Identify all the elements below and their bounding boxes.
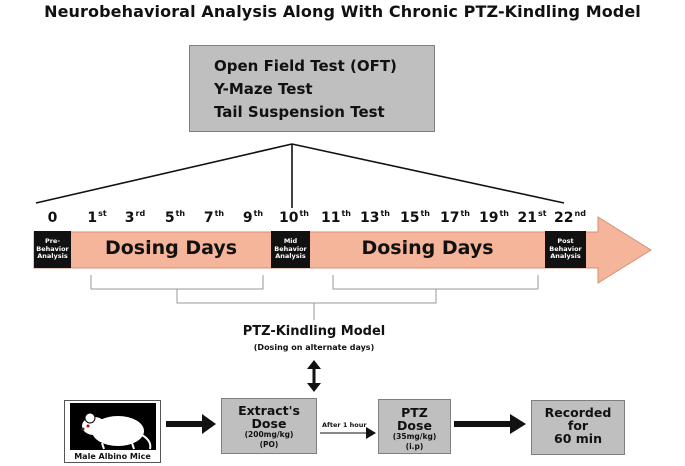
day-label: 9th <box>233 209 273 226</box>
day-sup: th <box>214 209 225 218</box>
day-num: 5 <box>164 210 175 226</box>
double-arrow <box>307 360 321 392</box>
mid-behavior-line: Behavior <box>274 244 307 253</box>
day-sup: rd <box>135 209 146 218</box>
mid-behavior-line: Analysis <box>275 252 306 261</box>
day-label: 3rd <box>115 209 155 226</box>
extract-title: Extract's <box>238 403 300 418</box>
day-sup: th <box>341 209 351 218</box>
pre-behavior-line: Behavior <box>36 244 69 253</box>
day-label: 22nd <box>550 209 590 226</box>
after-one-hour-label: After 1 hour <box>322 421 367 429</box>
test-open-field: Open Field Test (OFT) <box>214 57 397 75</box>
test-y-maze: Y-Maze Test <box>214 80 313 98</box>
ptz-sub: (i.p) <box>405 442 424 451</box>
day-sup: th <box>253 209 264 218</box>
recorded-line: 60 min <box>554 431 602 446</box>
day-num: 17 <box>439 210 460 226</box>
behavior-tests-box: Open Field Test (OFT) Y-Maze Test Tail S… <box>189 45 435 132</box>
day-label: 19th <box>474 209 514 226</box>
fan-line-right <box>291 143 565 204</box>
ptz-title: PTZ <box>401 405 428 420</box>
bracket-right <box>332 275 539 290</box>
mid-behavior-line: Mid <box>283 237 298 246</box>
day-sup: th <box>460 209 470 218</box>
test-tail-suspension: Tail Suspension Test <box>214 103 385 121</box>
day-num: 13 <box>359 210 380 226</box>
post-behavior-line: Analysis <box>550 252 581 261</box>
mouse-image <box>70 403 156 450</box>
day-label: 7th <box>194 209 234 226</box>
day-label: 17th <box>435 209 475 226</box>
extract-sub: (200mg/kg) <box>244 430 294 439</box>
day-sup: th <box>499 209 509 218</box>
ptz-dose-box: PTZ Dose (35mg/kg) (i.p) <box>378 399 451 454</box>
model-title: PTZ-Kindling Model <box>242 324 386 339</box>
day-num: 7 <box>203 210 214 226</box>
day-sup: th <box>380 209 390 218</box>
day-sup: st <box>537 209 547 218</box>
day-num: 9 <box>242 210 253 226</box>
extract-dose-box: Extract's Dose (200mg/kg) (PO) <box>221 398 317 454</box>
recorded-line: Recorded <box>544 405 612 420</box>
day-num: 19 <box>478 210 499 226</box>
day-label: 21st <box>512 209 552 226</box>
recorded-box: Recorded for 60 min <box>531 400 625 455</box>
day-label: 13th <box>355 209 395 226</box>
recorded-line: for <box>567 418 589 433</box>
dosing-days-label: Dosing Days <box>361 237 494 259</box>
timeline-arrow <box>33 216 652 284</box>
day-num: 1 <box>87 210 98 226</box>
ptz-title: Dose <box>397 418 432 433</box>
day-num: 11 <box>320 210 341 226</box>
day-label: 15th <box>395 209 435 226</box>
day-label: 0 <box>33 209 73 226</box>
extract-sub: (PO) <box>259 440 279 449</box>
day-num: 3 <box>124 210 135 226</box>
dosing-days-label: Dosing Days <box>104 237 238 259</box>
post-behavior-line: Behavior <box>549 244 582 253</box>
arrow-ptz-to-recorded <box>454 414 526 434</box>
mid-behavior-box: Mid Behavior Analysis <box>271 231 310 268</box>
day-label: 10th <box>274 209 314 226</box>
ptz-sub: (35mg/kg) <box>392 432 437 441</box>
day-num: 0 <box>47 210 58 226</box>
post-behavior-line: Post <box>557 237 574 246</box>
day-num: 21 <box>517 210 537 226</box>
pre-behavior-line: Analysis <box>37 252 68 261</box>
post-behavior-box: Post Behavior Analysis <box>545 231 586 268</box>
day-sup: st <box>98 209 107 218</box>
diagram-title: Neurobehavioral Analysis Along With Chro… <box>44 2 641 21</box>
fan-line-left <box>35 143 293 204</box>
day-label: 1st <box>77 209 117 226</box>
day-sup: th <box>420 209 430 218</box>
pre-behavior-box: Pre- Behavior Analysis <box>34 231 71 268</box>
day-num: 22 <box>554 210 574 226</box>
day-label: 5th <box>155 209 195 226</box>
day-sup: th <box>175 209 186 218</box>
mice-label: Male Albino Mice <box>74 452 151 461</box>
arrow-extract-to-ptz <box>320 427 376 439</box>
day-num: 10 <box>278 210 299 226</box>
arrow-mice-to-extract <box>166 414 216 434</box>
pre-behavior-line: Pre- <box>44 237 61 246</box>
day-label: 11th <box>316 209 356 226</box>
bracket-join <box>176 289 437 304</box>
day-sup: th <box>299 209 309 218</box>
bracket-left <box>90 275 264 290</box>
model-subtitle: (Dosing on alternate days) <box>253 343 375 352</box>
day-num: 15 <box>399 210 420 226</box>
extract-title: Dose <box>251 416 287 431</box>
day-sup: nd <box>574 209 586 218</box>
